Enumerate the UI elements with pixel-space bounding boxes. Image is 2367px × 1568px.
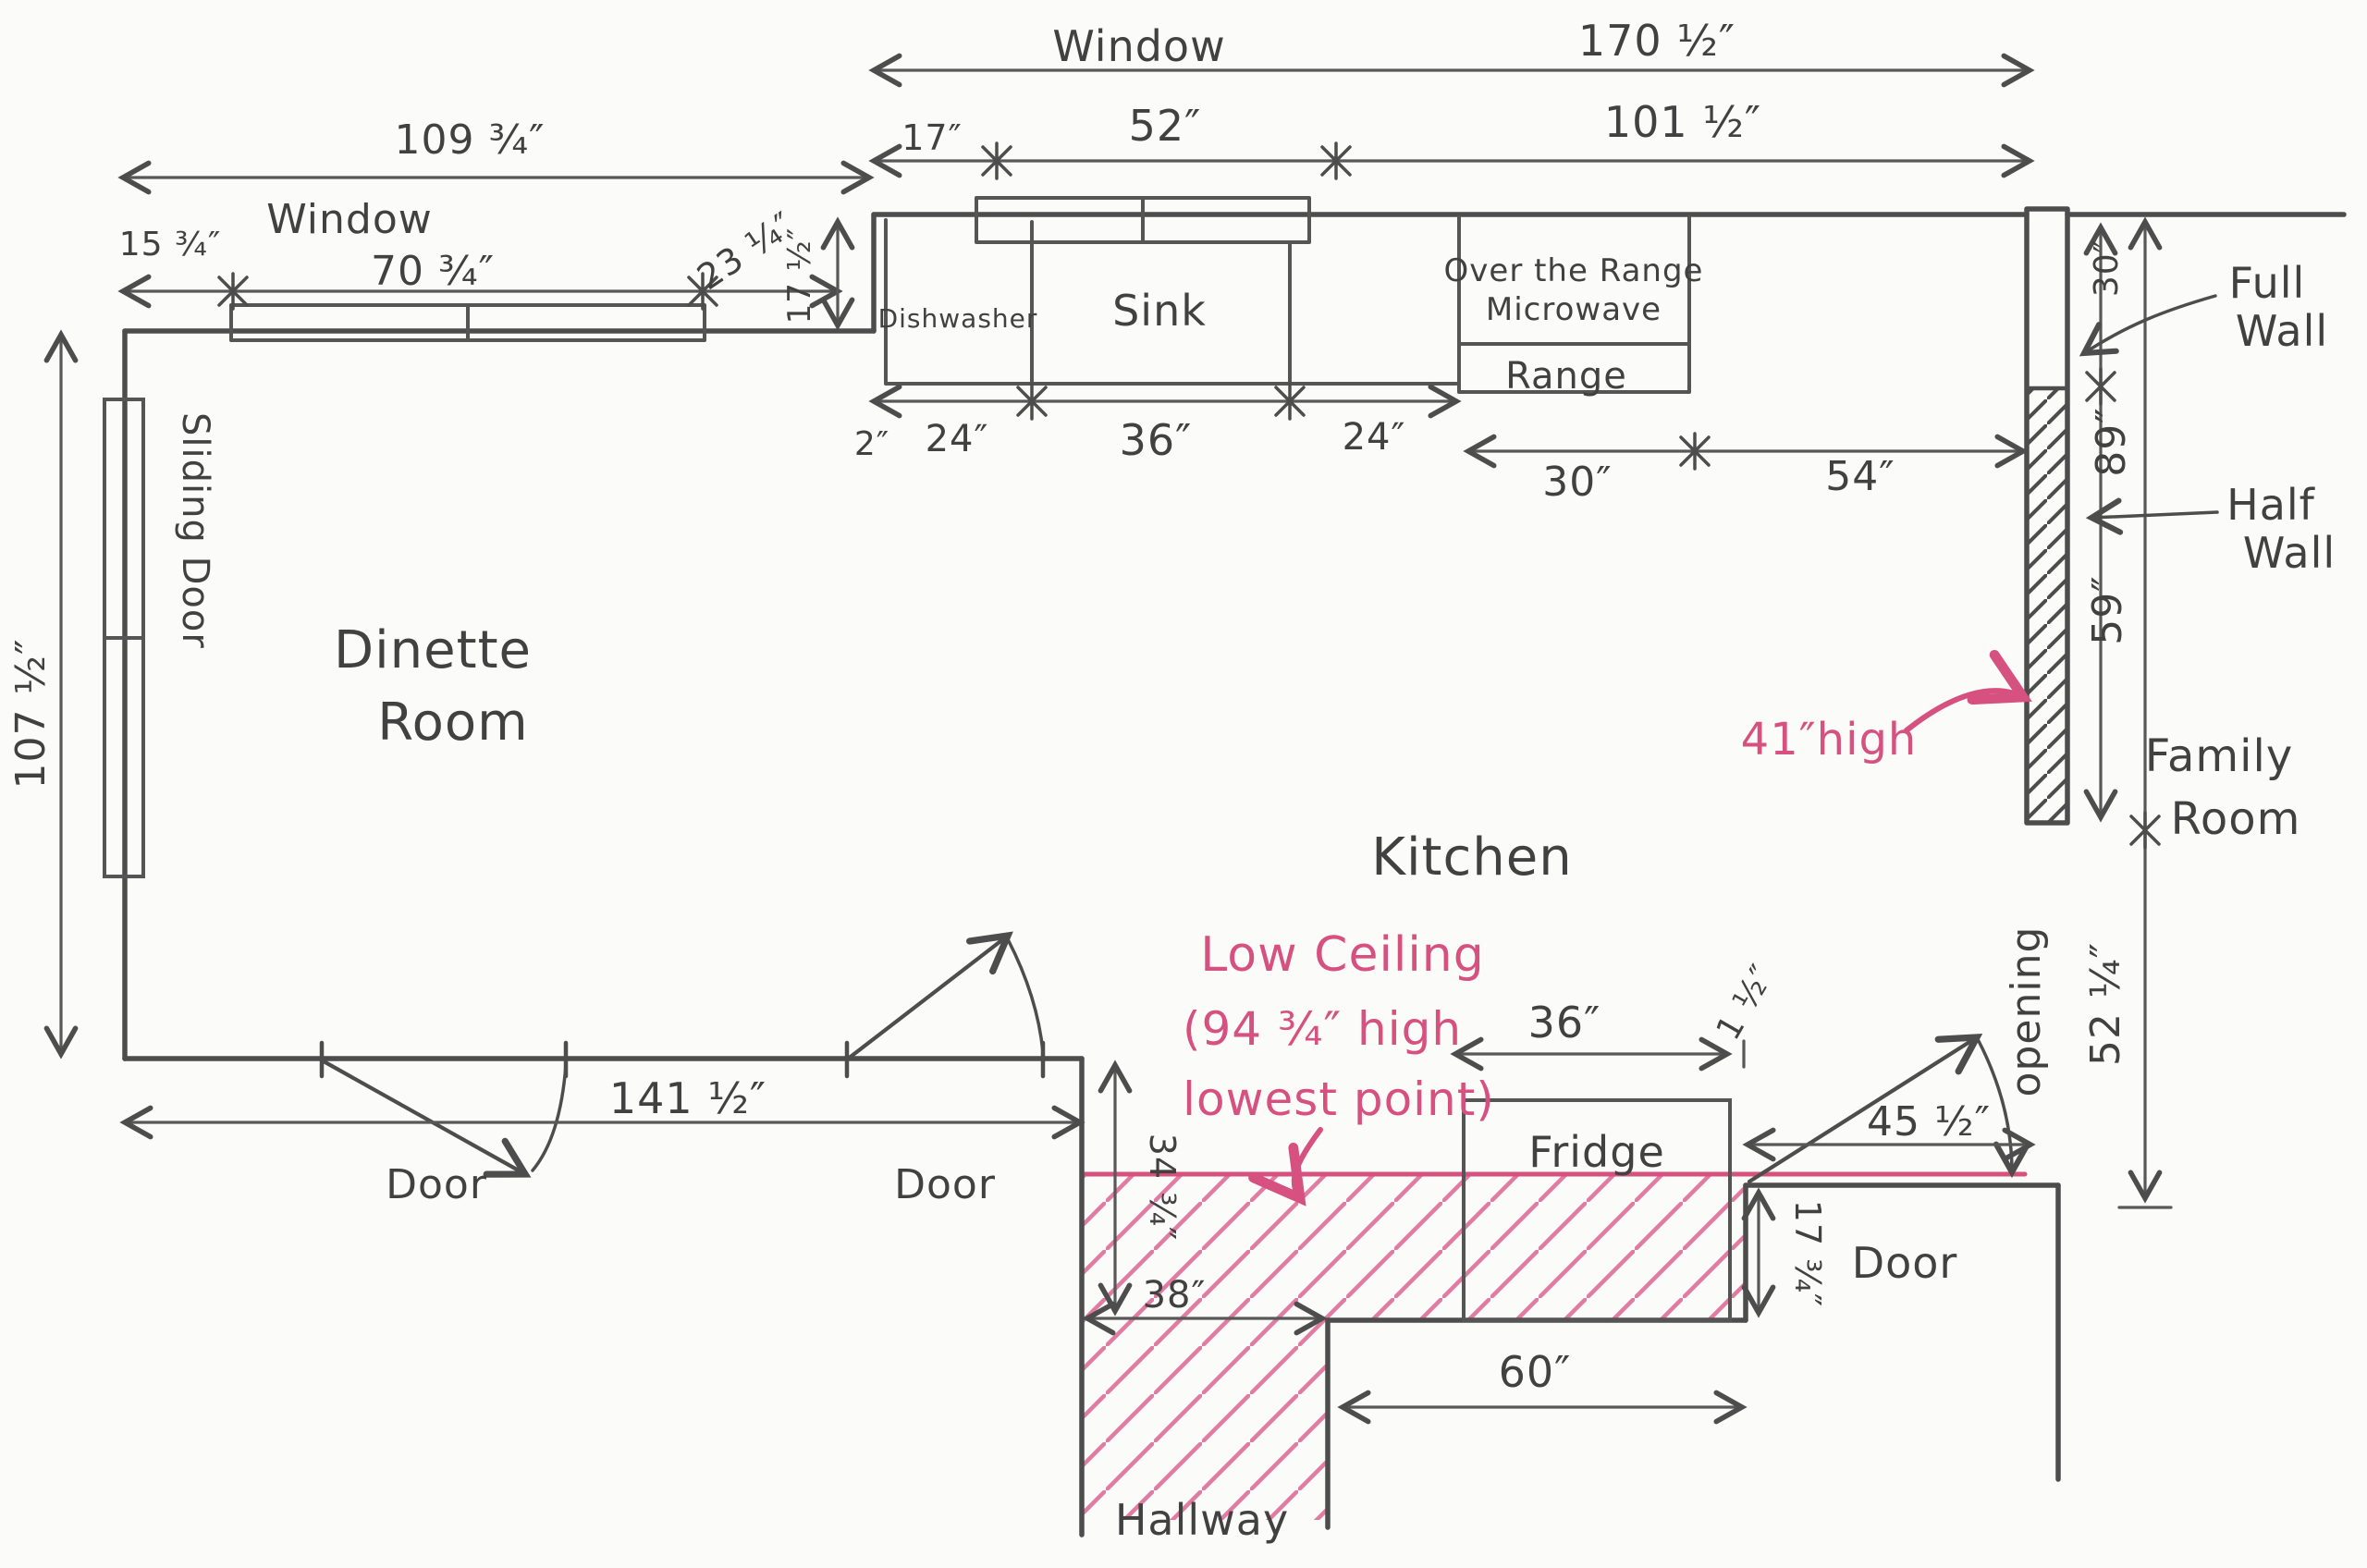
dinette-room-label-2: Room [377, 692, 528, 753]
half-wall-label-2: Wall [2243, 528, 2336, 578]
dinette-window [229, 303, 706, 342]
range-label: Range [1505, 355, 1627, 398]
dim-label-wall-59: 59″ [2084, 575, 2131, 644]
wall-bar-outline [2024, 206, 2070, 826]
door-left-arc [531, 1063, 568, 1172]
dim-separator-star [2085, 367, 2116, 406]
dim-label-101: 101 ½″ [1604, 97, 1761, 147]
hallway-label: Hallway [1115, 1495, 1289, 1545]
dim-label-17: 17″ [901, 117, 963, 158]
kitchen-window [975, 196, 1311, 244]
low-ceiling-arrow [1248, 1127, 1323, 1207]
counter-run [884, 215, 1691, 394]
sliding-door-panel [103, 398, 145, 878]
sink-label: Sink [1112, 286, 1207, 336]
dim-label-hall-60: 60″ [1499, 1347, 1572, 1397]
half-wall-leader [2085, 497, 2219, 535]
dim-label-opening-52: 52 ¼″ [2082, 942, 2129, 1066]
family-room-label-1: Family [2145, 730, 2293, 782]
full-wall-label-1: Full [2229, 258, 2306, 308]
dim-label-141: 141 ½″ [609, 1073, 767, 1123]
low-ceiling-note-3: lowest point) [1183, 1072, 1495, 1126]
dimension-lines [43, 53, 2173, 1425]
door-mid-arc [1006, 937, 1045, 1054]
dim-label-52: 52″ [1129, 101, 1202, 151]
dim-label-2: 2″ [854, 425, 889, 463]
dim-separator-star [2129, 811, 2161, 850]
dim-label-wall-30: 30″ [2088, 239, 2126, 297]
half-wall-height-note: 41″high [1741, 714, 1918, 766]
dim-label-step-17: 17 ¾″ [1787, 1200, 1828, 1307]
otr-microwave-label-2: Microwave [1486, 291, 1662, 328]
dim-label-24a: 24″ [926, 418, 989, 460]
otr-microwave-label-1: Over the Range [1444, 252, 1704, 289]
sliding-door-label: Sliding Door [174, 412, 216, 649]
opening-label: opening [2003, 926, 2050, 1097]
labels: Window 170 ½″ 17″ 52″ 101 ½″ 109 ¾″ 15 ¾… [7, 16, 2336, 1545]
door-mid-leaf [844, 931, 1013, 1062]
dinette-room-label-1: Dinette [334, 620, 532, 680]
low-ceiling-note-2: (94 ¾″ high [1183, 1002, 1462, 1056]
dim-label-left-height: 107 ½″ [7, 638, 55, 789]
kitchen-label: Kitchen [1371, 827, 1572, 888]
fridge-box [1462, 1098, 1732, 1322]
dim-label-170: 170 ½″ [1578, 16, 1735, 66]
dim-label-15: 15 ¾″ [119, 226, 222, 263]
family-room-label-2: Room [2171, 793, 2301, 845]
low-ceiling-hatch-area [1084, 1174, 1746, 1320]
dim-label-drop-34: 34 ¾″ [1142, 1133, 1183, 1241]
dim-label-jog-17: 17 ½″ [781, 227, 818, 325]
half-wall-label-1: Half [2226, 480, 2316, 530]
counter-outline [884, 218, 1458, 386]
door-mid-label: Door [894, 1161, 996, 1208]
door-left-leaf [321, 1059, 532, 1178]
dim-label-109: 109 ¾″ [394, 116, 545, 164]
half-wall-hatch [2029, 388, 2066, 821]
dim-label-24b: 24″ [1343, 416, 1406, 459]
full-wall-label-2: Wall [2236, 306, 2328, 356]
door-left-label: Door [386, 1161, 487, 1208]
dim-label-fridge-36: 36″ [1528, 998, 1601, 1047]
hallway-hatch-area [1084, 1320, 1326, 1520]
door-opening-ticks [319, 1040, 1046, 1079]
dim-label-hall-38: 38″ [1143, 1274, 1207, 1317]
dim-label-fridge-gap: 1 ½″ [1710, 958, 1783, 1047]
dim-label-30: 30″ [1542, 459, 1612, 506]
dim-label-door-45: 45 ½″ [1867, 1098, 1991, 1145]
fridge-label: Fridge [1528, 1127, 1665, 1177]
door-right-label: Door [1852, 1238, 1958, 1288]
low-ceiling-note-1: Low Ceiling [1200, 927, 1485, 983]
window-top-label: Window [1052, 21, 1225, 71]
microwave-range-box [1457, 215, 1691, 394]
dim-label-36: 36″ [1120, 415, 1193, 465]
dim-label-wall-89: 89″ [2088, 407, 2135, 476]
dishwasher-label: Dishwasher [878, 303, 1038, 334]
full-wall-leader [2079, 294, 2217, 357]
half-wall-height-arrow [1904, 650, 2032, 733]
right-wall-bar [2024, 206, 2070, 826]
dim-label-70: 70 ¾″ [371, 248, 495, 295]
dim-label-54: 54″ [1825, 453, 1895, 500]
window-left-label: Window [266, 196, 433, 243]
